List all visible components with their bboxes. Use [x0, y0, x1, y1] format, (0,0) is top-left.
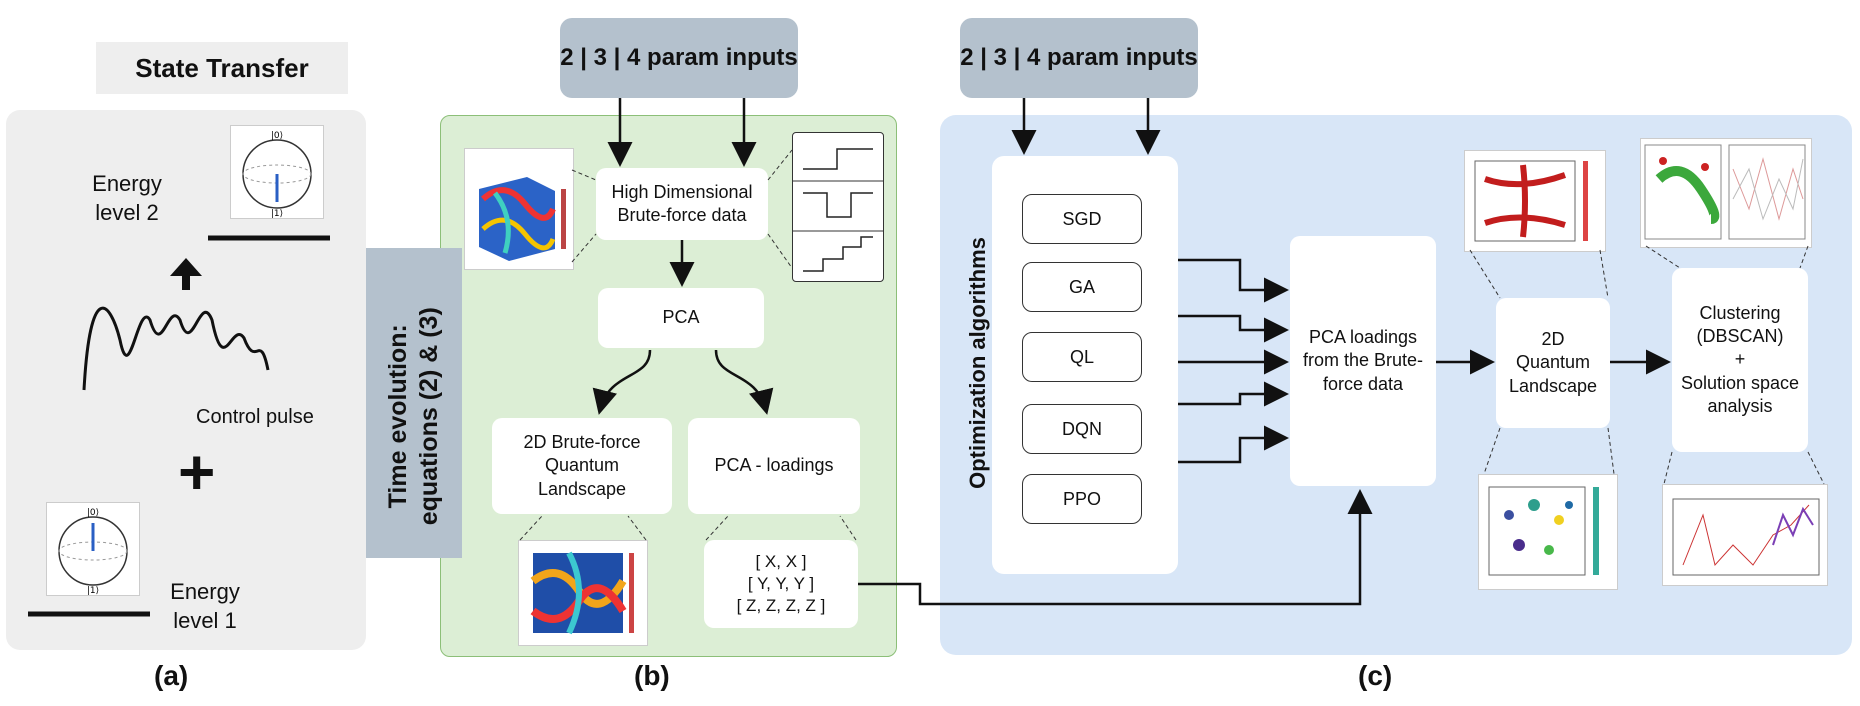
- control-pulse-wave: [82, 306, 270, 391]
- bloch-sphere-ground: |0⟩ |1⟩: [46, 502, 140, 596]
- high-dimensional-box: High Dimensional Brute-force data: [596, 168, 768, 240]
- ket1-top: |1⟩: [271, 209, 283, 218]
- up-arrow-icon: [170, 258, 202, 290]
- loadings-list-box: [ X, X ] [ Y, Y, Y ] [ Z, Z, Z, Z ]: [704, 540, 858, 628]
- loadings-x: [ X, X ]: [755, 551, 807, 571]
- clustering-box: Clustering (DBSCAN) + Solution space ana…: [1672, 268, 1808, 452]
- algo-ql: QL: [1022, 332, 1142, 382]
- panel-label-b: (b): [634, 660, 670, 691]
- param-inputs-b: 2 | 3 | 4 param inputs: [560, 18, 798, 98]
- energy-level-1-label: Energy level 1: [170, 579, 240, 633]
- pca-box: PCA: [598, 288, 764, 348]
- ket0-top: |0⟩: [271, 131, 283, 141]
- algo-sgd: SGD: [1022, 194, 1142, 244]
- param-inputs-c: 2 | 3 | 4 param inputs: [960, 18, 1198, 98]
- energy-level-2-label: Energy level 2: [92, 171, 162, 225]
- algo-ga: GA: [1022, 262, 1142, 312]
- control-pulse-label: Control pulse: [196, 406, 314, 428]
- algo-ppo: PPO: [1022, 474, 1142, 524]
- plus-sign: +: [178, 436, 216, 508]
- panel-label-a: (a): [154, 660, 189, 691]
- time-evolution-banner: Time evolution: equations (2) & (3): [366, 248, 462, 558]
- dqn-scatter-plot: [1478, 474, 1618, 590]
- state-transfer-title: State Transfer: [96, 42, 348, 94]
- loadings-z: [ Z, Z, Z, Z ]: [736, 596, 826, 616]
- algo-dqn: DQN: [1022, 404, 1142, 454]
- quantum-landscape-box: 2D Quantum Landscape: [1496, 298, 1610, 428]
- pca-loadings-brute-force-box: PCA loadings from the Brute- force data: [1290, 236, 1436, 486]
- bloch-sphere-excited: |0⟩ |1⟩: [230, 125, 324, 219]
- brute-force-cube-plot: [464, 148, 574, 270]
- ket1-bottom: |1⟩: [87, 586, 99, 595]
- pulse-shapes-thumbnail: [792, 132, 884, 282]
- ket0-bottom: |0⟩: [87, 508, 99, 518]
- pca-loadings-scatter-plot: [1464, 150, 1606, 252]
- panel-label-c: (c): [1358, 660, 1393, 691]
- solution-space-plot: [1662, 484, 1828, 586]
- clustering-plots: [1640, 138, 1812, 248]
- pca-loadings-box: PCA - loadings: [688, 418, 860, 514]
- loadings-y: [ Y, Y, Y ]: [747, 573, 815, 593]
- brute-force-heatmap-plot: [518, 540, 648, 646]
- landscape-2d-box: 2D Brute-force Quantum Landscape: [492, 418, 672, 514]
